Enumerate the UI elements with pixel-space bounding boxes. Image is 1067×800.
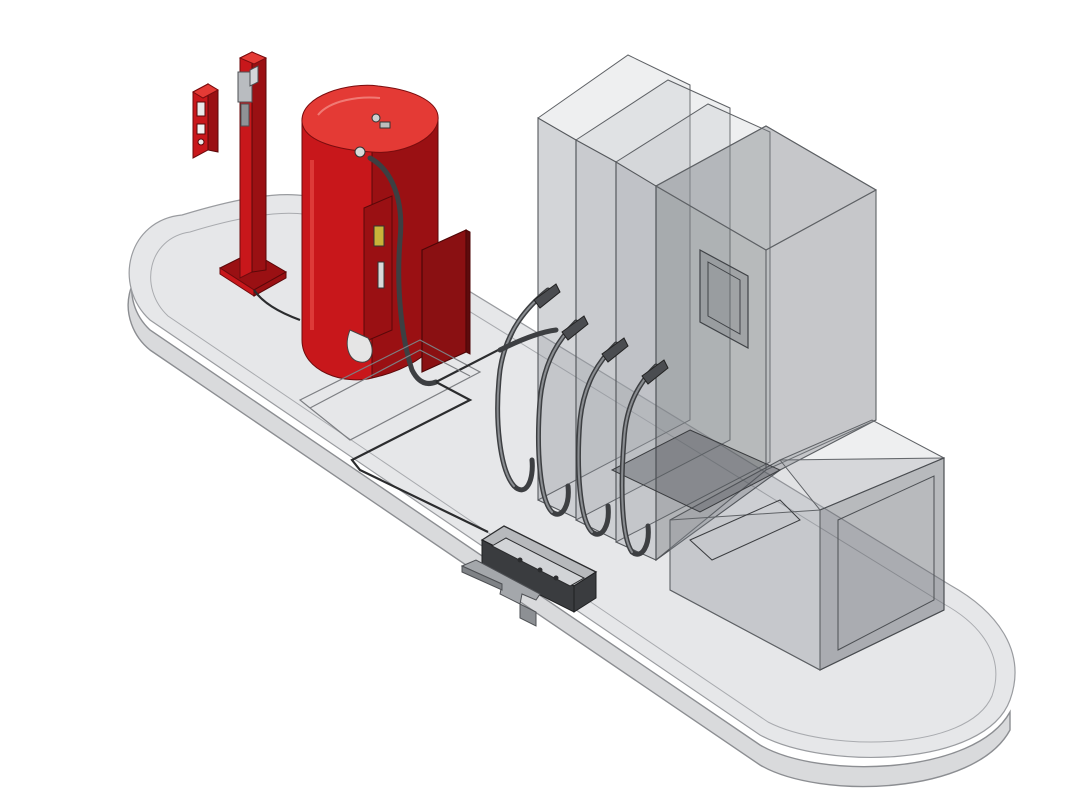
supply-hose — [497, 327, 559, 353]
power-cable — [253, 289, 301, 322]
dispenser-cabinet — [537, 54, 946, 671]
junction-box-cover — [460, 559, 541, 627]
red-storage-tank — [301, 84, 439, 386]
nozzle-hoses — [495, 283, 669, 557]
junction-box — [480, 525, 598, 613]
pedestal-post — [218, 51, 288, 297]
tank-side-panel — [421, 229, 471, 373]
wall-box — [191, 83, 220, 159]
